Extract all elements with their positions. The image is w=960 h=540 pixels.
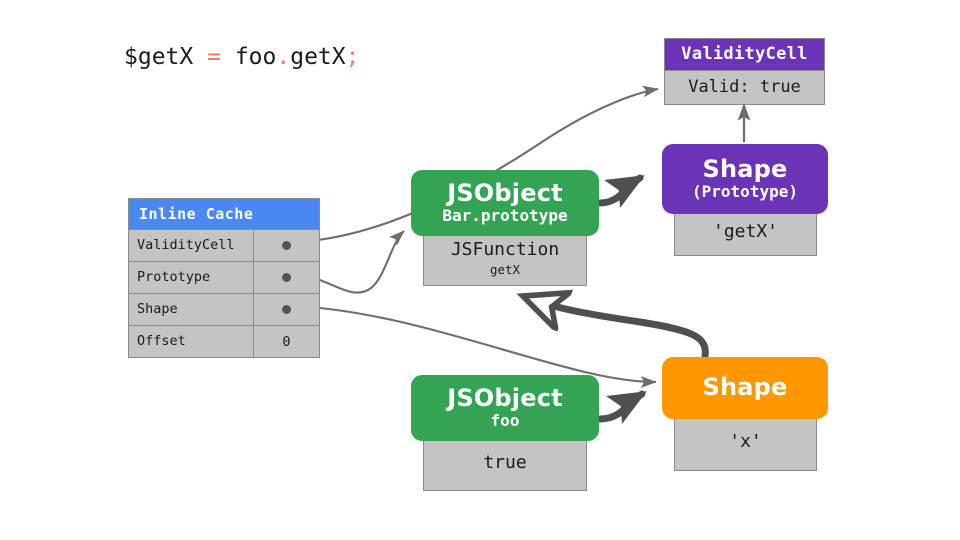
pointer-dot-icon: [282, 241, 291, 250]
pointer-dot-icon: [282, 305, 291, 314]
edge-ic-shape-to-shape-own: [289, 301, 657, 388]
table-row[interactable]: Prototype: [129, 262, 319, 294]
validity-cell-title: ValidityCell: [664, 38, 825, 70]
edge-jsobject-bar-prototype-to-shape-prototype: [596, 174, 645, 208]
shape-prototype-header: Shape (Prototype): [662, 144, 828, 214]
inline-cache-key-validitycell: ValidityCell: [129, 230, 254, 261]
pointer-dot-icon: [282, 273, 291, 282]
node-shape-own[interactable]: Shape 'x': [662, 357, 828, 471]
code-line: $getX = foo.getX;: [124, 44, 359, 70]
code-equals-operator: =: [207, 44, 221, 70]
code-semicolon: ;: [345, 44, 360, 70]
inline-cache-title: Inline Cache: [129, 199, 319, 230]
code-variable: $getX: [124, 44, 194, 70]
code-dot: .: [276, 44, 291, 70]
shape-own-body-line1: 'x': [729, 431, 762, 453]
table-row[interactable]: Offset 0: [129, 326, 319, 357]
jsobject-foo-body: true: [423, 435, 587, 491]
inline-cache-key-offset: Offset: [129, 326, 254, 357]
shape-prototype-body: 'getX': [674, 208, 817, 256]
shape-own-body: 'x': [674, 413, 817, 471]
edge-jsobject-foo-to-shape-own: [596, 390, 647, 424]
shape-prototype-body-line1: 'getX': [712, 221, 779, 243]
shape-own-header: Shape: [662, 357, 828, 419]
jsobject-foo-title: JSObject: [447, 383, 563, 412]
jsobject-bar-prototype-subtitle: Bar.prototype: [442, 205, 568, 225]
inline-cache-value-offset: 0: [282, 333, 291, 350]
jsobject-bar-prototype-body-line1: JSFunction: [450, 239, 560, 261]
inline-cache-value-validitycell: [254, 230, 319, 261]
table-row[interactable]: Shape: [129, 294, 319, 326]
jsobject-bar-prototype-title: JSObject: [447, 178, 563, 207]
edge-shape-own-to-jsobject-bar-prototype: [528, 298, 709, 360]
jsobject-bar-prototype-header: JSObject Bar.prototype: [411, 170, 599, 236]
node-jsobject-foo[interactable]: JSObject foo true: [411, 375, 599, 491]
jsobject-foo-header: JSObject foo: [411, 375, 599, 441]
node-jsobject-bar-prototype[interactable]: JSObject Bar.prototype JSFunction getX: [411, 170, 599, 286]
inline-cache-table: Inline Cache ValidityCell Prototype Shap…: [128, 198, 320, 358]
inline-cache-value-shape: [254, 294, 319, 325]
shape-prototype-title: Shape: [702, 154, 788, 183]
jsobject-foo-subtitle: foo: [490, 410, 520, 430]
jsobject-bar-prototype-body-line2: getX: [489, 261, 521, 277]
inline-cache-key-shape: Shape: [129, 294, 254, 325]
jsobject-bar-prototype-body: JSFunction getX: [423, 230, 587, 286]
shape-own-title: Shape: [702, 373, 788, 402]
inline-cache-key-prototype: Prototype: [129, 262, 254, 293]
code-property: getX: [290, 44, 346, 70]
jsobject-foo-body-line1: true: [483, 452, 527, 474]
code-object: foo: [234, 44, 277, 70]
shape-prototype-subtitle: (Prototype): [692, 181, 798, 201]
node-shape-prototype[interactable]: Shape (Prototype) 'getX': [662, 144, 828, 256]
table-row[interactable]: ValidityCell: [129, 230, 319, 262]
inline-cache-value-prototype: [254, 262, 319, 293]
node-validity-cell[interactable]: ValidityCell Valid: true: [664, 38, 825, 105]
validity-cell-body: Valid: true: [664, 70, 825, 105]
